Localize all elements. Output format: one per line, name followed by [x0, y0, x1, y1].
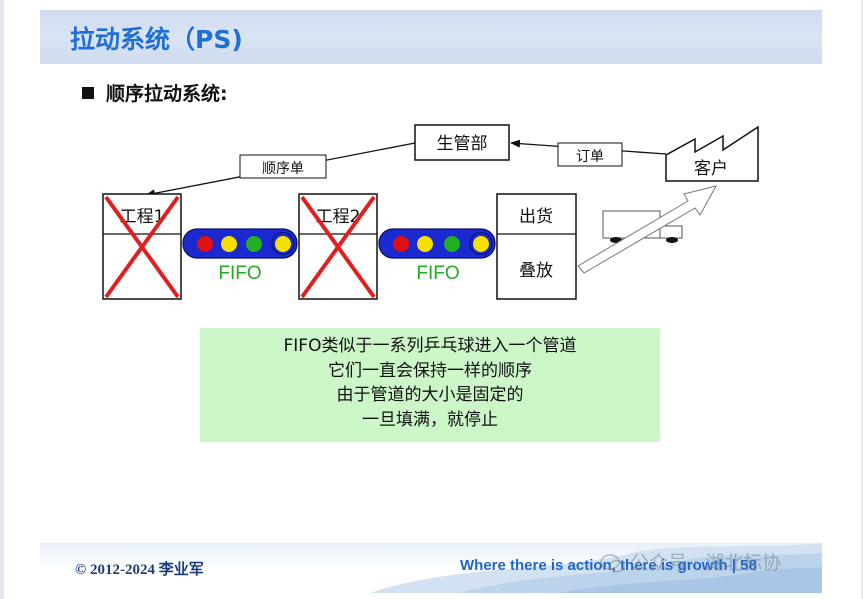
- ball-red-icon: [393, 236, 409, 252]
- ball-yellow-icon: [417, 236, 433, 252]
- process-1-label: 工程1: [120, 207, 165, 227]
- footer-copyright: © 2012-2024 李业军: [75, 562, 204, 578]
- note-line-1: FIFO类似于一系列乒乓球进入一个管道: [283, 336, 577, 356]
- footer-slogan: Where there is action, there is growth |…: [460, 557, 757, 574]
- production-control-box: 生管部: [414, 124, 510, 161]
- sequence-label: 顺序单: [262, 161, 304, 177]
- note-line-2: 它们一直会保持一样的顺序: [328, 360, 532, 381]
- fifo-conveyor-1: FIFO: [182, 228, 298, 284]
- fifo-explanation-box: FIFO类似于一系列乒乓球进入一个管道 它们一直会保持一样的顺序 由于管道的大小…: [200, 328, 660, 442]
- process-2-box: 工程2: [298, 193, 378, 300]
- title-bar: [40, 10, 822, 64]
- fifo-1-label: FIFO: [218, 263, 261, 284]
- fifo-conveyor-2: FIFO: [378, 228, 496, 284]
- ball-green-icon: [444, 236, 460, 252]
- ball-yellow-icon: [221, 236, 237, 252]
- footer-bar: [40, 543, 822, 593]
- delivery-arrow-icon: [577, 185, 717, 274]
- stacking-label: 叠放: [519, 261, 553, 281]
- page-number: 58: [740, 557, 757, 574]
- ball-green-icon: [246, 236, 262, 252]
- order-label: 订单: [576, 149, 604, 165]
- process-2-label: 工程2: [316, 207, 361, 227]
- slide-title: 拉动系统（PS): [70, 25, 243, 54]
- footer-slogan-text: Where there is action, there is growth: [460, 557, 728, 574]
- sequence-label-box: 顺序单: [239, 154, 327, 179]
- ball-red-icon: [197, 236, 213, 252]
- watermark-text: 公众号 · 湖北标协: [630, 548, 781, 575]
- shipping-box: 出货 叠放: [496, 193, 577, 300]
- shipping-label: 出货: [519, 207, 553, 227]
- note-line-4: 一旦填满，就停止: [362, 409, 498, 430]
- order-label-box: 订单: [557, 142, 623, 167]
- production-control-label: 生管部: [437, 134, 488, 154]
- ball-yellow-icon: [275, 236, 291, 252]
- ball-yellow-icon: [473, 236, 489, 252]
- fifo-2-label: FIFO: [416, 263, 459, 284]
- watermark-label: 公众号 · 湖北标协: [630, 552, 782, 574]
- slide-frame-left: [0, 0, 4, 599]
- wechat-icon: [600, 554, 625, 573]
- customer-label: 客户: [694, 159, 728, 179]
- slide-frame-right: [861, 0, 863, 599]
- footer-wave-decoration: [370, 543, 822, 593]
- process-1-box: 工程1: [102, 193, 182, 300]
- bullet-square-icon: [82, 87, 94, 99]
- note-line-3: 由于管道的大小是固定的: [336, 385, 524, 405]
- bullet-heading: 顺序拉动系统:: [106, 83, 228, 105]
- customer-factory-icon: 客户: [665, 125, 759, 182]
